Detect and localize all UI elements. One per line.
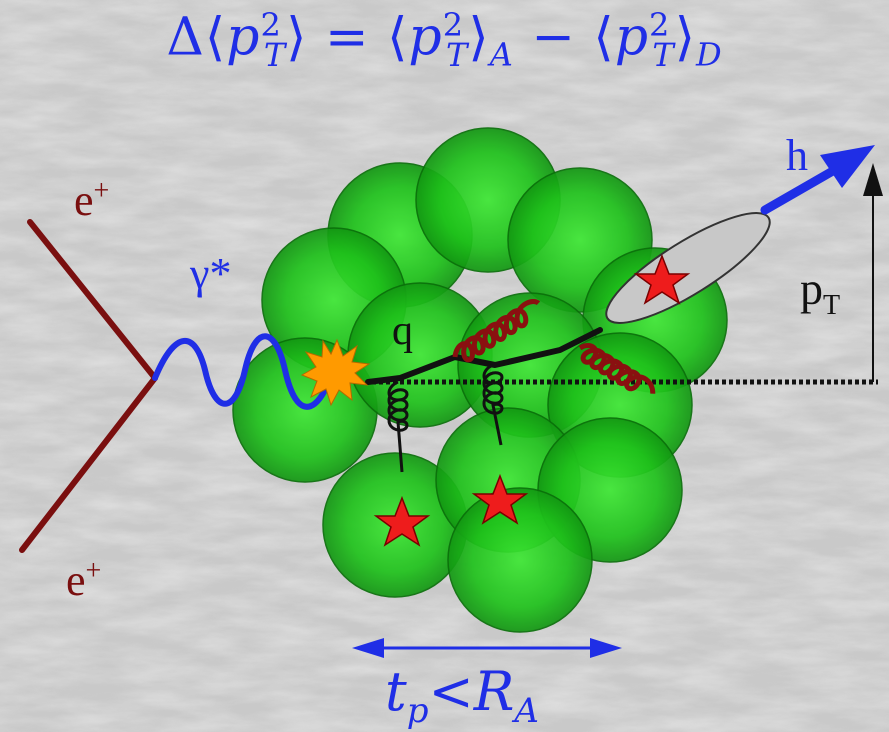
length-arrow-right-head: [590, 638, 622, 658]
gluon-radiated-1: [452, 299, 541, 363]
formula-sub-A: A: [489, 35, 514, 74]
quark-label: q: [392, 308, 413, 354]
formula-T: T: [263, 35, 287, 74]
positron-plus: +: [85, 555, 102, 587]
gluon-down-1: [387, 380, 409, 473]
interaction-vertex-icon: [300, 338, 371, 407]
formula-minus: − ⟨: [513, 7, 615, 68]
hadron-line: [760, 163, 843, 215]
formula-p: p: [408, 7, 443, 68]
tp-p: p: [406, 690, 429, 731]
incoming-positron-line: [27, 219, 158, 381]
hadron-label: h: [786, 131, 808, 180]
pt-p: p: [800, 263, 823, 314]
pt-broadening-formula: Δ⟨p2T⟩ = ⟨p2T⟩A − ⟨p2T⟩D: [0, 6, 889, 74]
photon-label: γ*: [190, 249, 232, 298]
nucleon: [447, 487, 593, 633]
formula-rangle: ⟩: [286, 7, 308, 68]
star-icon: [373, 495, 431, 547]
positron-plus: +: [93, 175, 110, 207]
pt-label: pT: [800, 262, 840, 322]
star-icon: [471, 473, 529, 525]
outgoing-positron-line: [19, 375, 158, 553]
pt-T: T: [823, 290, 841, 322]
length-arrow-left-head: [352, 638, 384, 658]
positron-label-top: e+: [74, 175, 109, 226]
tp-t: t: [385, 660, 407, 723]
gluon-radiated-2: [578, 343, 656, 394]
formula-sub-D: D: [696, 35, 723, 74]
tp-R: R: [473, 660, 515, 723]
positron-label-bottom: e+: [66, 555, 101, 606]
pt-arrowhead: [863, 163, 883, 196]
formula-delta: Δ⟨: [166, 7, 227, 68]
formation-length-label: tp<RA: [385, 660, 539, 731]
formula-square: 2: [260, 6, 282, 44]
formula-p: p: [226, 7, 261, 68]
positron-e: e: [66, 556, 86, 605]
formula-T: T: [652, 35, 675, 74]
formula-rangle: ⟩: [674, 7, 697, 68]
formula-rangle: ⟩: [468, 7, 490, 68]
quark-line: [365, 327, 603, 385]
tp-A: A: [514, 690, 539, 731]
formula-square: 2: [649, 6, 671, 44]
formula-T: T: [446, 35, 469, 74]
star-icon: [633, 253, 691, 305]
formula-equals: = ⟨: [307, 7, 409, 68]
virtual-photon: [152, 333, 328, 410]
formula-square: 2: [442, 6, 465, 44]
tp-less-than: <: [428, 660, 474, 723]
positron-e: e: [74, 176, 94, 225]
gluon-down-2: [482, 363, 504, 446]
positron-lines: [19, 219, 158, 553]
formula-p: p: [614, 7, 650, 68]
hadron-arrowhead: [820, 145, 875, 188]
